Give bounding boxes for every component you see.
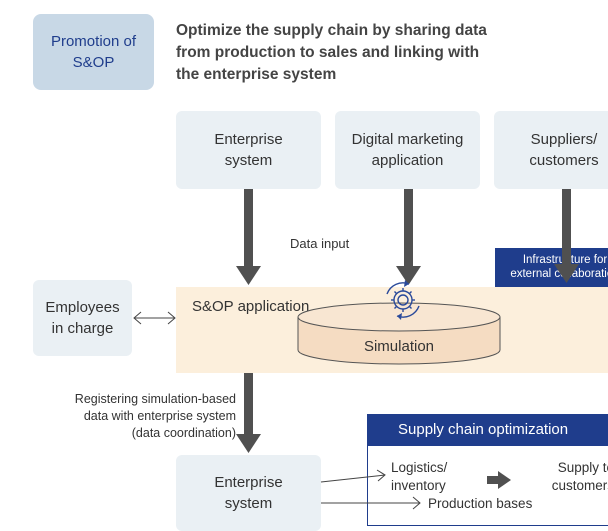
- digital-marketing-source-box: Digital marketing application: [335, 111, 480, 189]
- headline: Optimize the supply chain by sharing dat…: [176, 22, 487, 83]
- production-bases-label: Production bases: [428, 496, 533, 511]
- simulation-label: Simulation: [363, 338, 435, 355]
- data-input-label: Data input: [290, 236, 350, 251]
- suppliers-customers-source-box: Suppliers/ customers: [494, 111, 608, 189]
- supply-to-customers-label: Supply to customers: [551, 460, 608, 493]
- registering-label: Registering simulation-based data with e…: [74, 392, 236, 440]
- promotion-badge: Promotion of S&OP: [33, 14, 154, 90]
- logistics-inventory-label: Logistics/ inventory: [391, 460, 448, 493]
- gear-icon: [386, 280, 420, 320]
- sop-application-title: S&OP application: [192, 298, 310, 315]
- bidirectional-arrow: [133, 311, 176, 325]
- arrow-to-logistics: [320, 469, 386, 483]
- down-arrow-enterprise: [236, 189, 261, 285]
- down-arrow-registering: [236, 373, 261, 453]
- arrow-logistics-to-supply: [487, 471, 511, 489]
- enterprise-system-source-box: Enterprise system: [176, 111, 321, 189]
- supply-chain-title: Supply chain optimization: [367, 414, 608, 446]
- arrow-to-production: [321, 496, 421, 510]
- enterprise-system-bottom-box: Enterprise system: [176, 455, 321, 531]
- down-arrow-digital-marketing: [396, 189, 421, 285]
- employees-in-charge-box: Employees in charge: [33, 280, 132, 356]
- simulation-database-icon: [297, 302, 501, 365]
- down-arrow-suppliers: [554, 189, 579, 283]
